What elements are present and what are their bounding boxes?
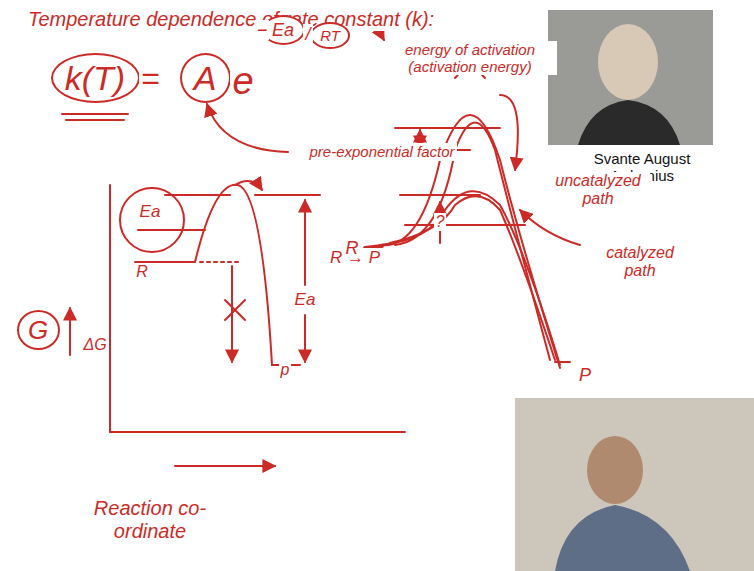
symbol-text: RT (320, 28, 340, 43)
circled-symbol: RT (310, 22, 350, 49)
axis-symbol: G (17, 310, 60, 350)
state-label: R (344, 238, 361, 259)
annotation: pre-exponential factor (307, 143, 456, 160)
symbol-text: A (194, 61, 217, 95)
circled-symbol: k(T) (51, 53, 140, 103)
question-mark: ? (434, 213, 447, 231)
slide-title: Temperature dependence of rate constant … (26, 8, 436, 31)
annotation: energy of activation (activation energy) (383, 41, 557, 76)
symbol-text: G (28, 317, 48, 343)
energy-label: ΔG (81, 336, 108, 354)
symbol-text: k(T) (65, 61, 125, 95)
exponential-symbol: e (230, 60, 255, 104)
path-label: uncatalyzed path (546, 172, 650, 209)
fraction-slash: / (303, 24, 312, 45)
axis-label: Reaction co-ordinate (73, 497, 227, 543)
energy-label: Ea (138, 202, 163, 222)
state-label: P (577, 365, 593, 386)
energy-label: Ea (293, 290, 318, 310)
state-label: R (134, 263, 150, 281)
path-label: catalyzed path (593, 244, 687, 281)
state-label: p (279, 361, 292, 379)
minus-sign: − (255, 20, 270, 41)
equals-sign: = (139, 60, 162, 97)
symbol-text: Ea (272, 21, 294, 39)
circled-symbol: A (180, 53, 231, 103)
